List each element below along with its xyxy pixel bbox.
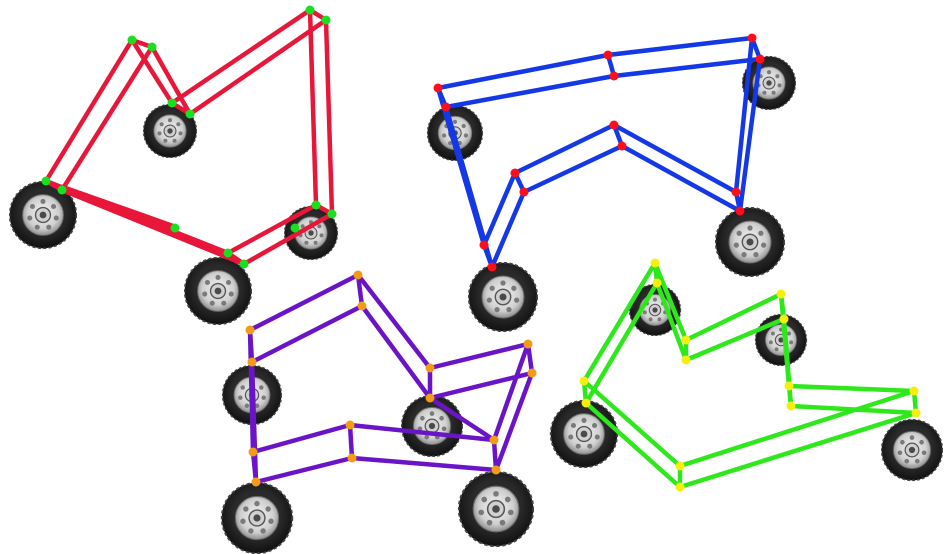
wheel-icon <box>459 472 533 546</box>
red-vehicle-wheels <box>10 105 338 325</box>
joint-dot <box>779 314 789 324</box>
joint-dot <box>675 482 685 492</box>
joint-dot <box>510 168 520 178</box>
joint-dot <box>491 465 501 475</box>
purple-vehicle-frame <box>247 272 535 485</box>
purple-vehicle-joints <box>245 270 537 487</box>
joint-dot <box>425 393 435 403</box>
joint-dot <box>747 33 757 43</box>
joint-dot <box>248 447 258 457</box>
wheel-icon <box>716 208 785 277</box>
joint-dot <box>755 54 765 64</box>
joint-dot <box>617 141 627 151</box>
wheel-icon <box>882 420 943 481</box>
joint-dot <box>347 453 357 463</box>
joint-dot <box>311 200 321 210</box>
joint-dot <box>247 357 257 367</box>
joint-dot <box>170 223 180 233</box>
joint-dot <box>147 42 157 52</box>
joint-dot <box>239 259 249 269</box>
joint-dot <box>579 376 589 386</box>
joint-dot <box>425 363 435 373</box>
joint-dot <box>290 223 300 233</box>
joint-dot <box>681 335 691 345</box>
joint-dot <box>321 15 331 25</box>
wheel-icon <box>469 263 538 332</box>
red-vehicle-joints <box>41 5 337 269</box>
joint-dot <box>489 435 499 445</box>
joint-dot <box>245 325 255 335</box>
joint-dot <box>603 50 613 60</box>
joint-dot <box>167 98 177 108</box>
joint-dot <box>650 258 660 268</box>
joint-dot <box>353 270 363 280</box>
purple-vehicle <box>222 270 537 554</box>
joint-dot <box>675 461 685 471</box>
joint-dot <box>784 381 794 391</box>
joint-dot <box>581 398 591 408</box>
joint-dot <box>441 102 451 112</box>
joint-dot <box>786 401 796 411</box>
joint-dot <box>127 35 137 45</box>
wheel-icon <box>222 483 293 554</box>
joint-dot <box>609 120 619 130</box>
blue-vehicle-joints <box>433 33 765 272</box>
joint-dot <box>327 209 337 219</box>
wheel-icon <box>551 401 618 468</box>
green-vehicle-joints <box>579 258 921 492</box>
joint-dot <box>223 248 233 258</box>
joint-dot <box>185 109 195 119</box>
joint-dot <box>731 187 741 197</box>
wheel-icon <box>402 396 463 457</box>
joint-dot <box>487 262 497 272</box>
joint-dot <box>57 185 67 195</box>
blue-vehicle-frame <box>435 35 763 270</box>
joint-dot <box>652 278 662 288</box>
joint-dot <box>911 408 921 418</box>
joint-dot <box>735 206 745 216</box>
green-vehicle-frame <box>581 260 919 490</box>
joint-dot <box>41 176 51 186</box>
blue-vehicle <box>428 33 796 332</box>
joint-dot <box>357 301 367 311</box>
joint-dot <box>433 83 443 93</box>
green-vehicle <box>551 258 943 492</box>
joint-dot <box>345 420 355 430</box>
joint-dot <box>681 355 691 365</box>
joint-dot <box>305 5 315 15</box>
joint-dot <box>251 477 261 487</box>
wheel-icon <box>185 258 252 325</box>
joint-dot <box>479 240 489 250</box>
joint-dot <box>523 339 533 349</box>
joint-dot <box>609 71 619 81</box>
joint-dot <box>527 368 537 378</box>
red-vehicle <box>10 5 338 325</box>
joint-dot <box>519 187 529 197</box>
green-vehicle-wheels <box>551 285 943 481</box>
joint-dot <box>909 386 919 396</box>
joint-dot <box>776 289 786 299</box>
